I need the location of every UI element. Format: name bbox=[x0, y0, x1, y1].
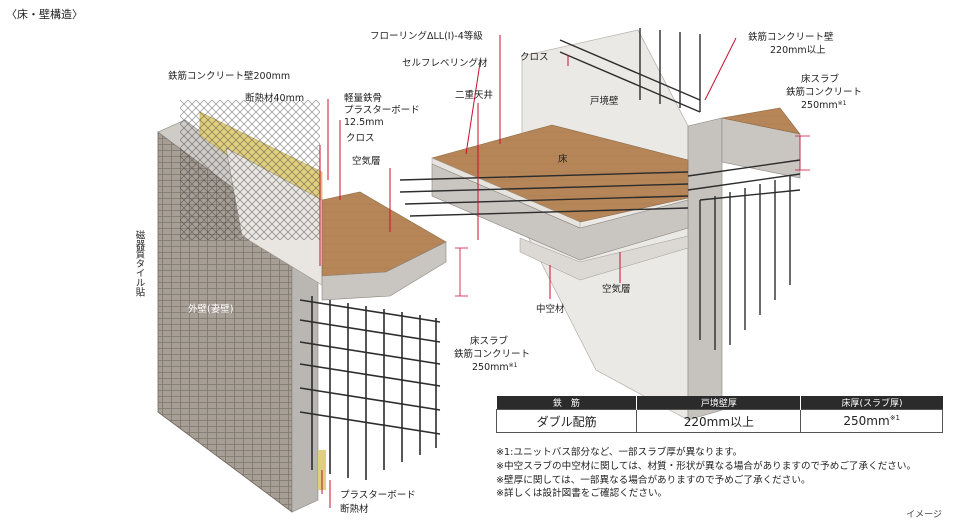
label-rc-wall-220-b: 220mm以上 bbox=[770, 45, 826, 56]
spec-cell-rebar: ダブル配筋 bbox=[495, 409, 638, 433]
spec-header-party-wall: 戸境壁厚 bbox=[636, 396, 801, 410]
label-rc-wall-220-a: 鉄筋コンクリート壁 bbox=[748, 31, 834, 43]
label-air-layer-right: 空気層 bbox=[602, 283, 631, 295]
label-air-layer-left: 空気層 bbox=[352, 155, 381, 167]
footnotes: ※1:ユニットバス部分など、一部スラブ厚が異なります。 ※中空スラブの中空材に関… bbox=[496, 446, 951, 501]
floor-right-extension bbox=[721, 107, 801, 135]
label-steel-stud-c: 12.5mm bbox=[344, 117, 384, 128]
note-mark-slab-r: ※1 bbox=[838, 100, 847, 107]
label-party-wall: 戸境壁 bbox=[590, 95, 619, 107]
label-rc-wall-200: 鉄筋コンクリート壁200mm bbox=[168, 70, 290, 82]
footnote: ※1:ユニットバス部分など、一部スラブ厚が異なります。 bbox=[496, 447, 743, 458]
spec-floor-note: ※1 bbox=[889, 414, 901, 422]
label-steel-stud-a: 軽量鉄骨 bbox=[344, 92, 382, 104]
label-slab-r-b: 鉄筋コンクリート bbox=[786, 86, 862, 98]
spec-table-header-row: 鉄 筋 戸境壁厚 床厚(スラブ厚) bbox=[496, 396, 943, 410]
label-cloth-left: クロス bbox=[346, 133, 375, 144]
image-label: イメージ bbox=[906, 510, 942, 520]
page-title: 〈床・壁構造〉 bbox=[6, 8, 83, 21]
label-hollow: 中空材 bbox=[536, 303, 565, 315]
party-wall-edge bbox=[687, 117, 723, 421]
label-plasterboard: プラスターボード bbox=[340, 490, 416, 501]
spec-table-row: ダブル配筋 220mm以上 250mm※1 bbox=[495, 409, 943, 433]
label-flooring: フローリングΔLL(I)-4等級 bbox=[370, 30, 483, 42]
leader-lines bbox=[319, 35, 810, 508]
label-slab-c-c: 250mm※1 bbox=[472, 362, 518, 373]
label-self-leveling: セルフレベリング材 bbox=[402, 57, 488, 69]
slab-rebar bbox=[399, 28, 801, 350]
label-insulation-40: 断熱材40mm bbox=[245, 92, 304, 104]
footnote: ※中空スラブの中空材に関しては、材質・形状が異なる場合がありますので予めご了承く… bbox=[496, 460, 917, 472]
footnote: ※壁厚に関しては、一部異なる場合がありますので予めご了承ください。 bbox=[496, 474, 811, 486]
label-floor: 床 bbox=[558, 153, 568, 165]
label-tile: 磁器質タイル貼 bbox=[134, 229, 146, 297]
slab-edge-left bbox=[321, 241, 447, 301]
rebar-cage-lower bbox=[299, 296, 441, 480]
exterior-wall-assembly bbox=[157, 100, 447, 513]
label-slab-c-b: 鉄筋コンクリート bbox=[454, 348, 530, 360]
rebar-cage-upper bbox=[180, 100, 320, 240]
label-slab-c-a: 床スラブ bbox=[470, 335, 509, 347]
hollow-slab-body bbox=[431, 163, 689, 261]
label-cloth-top: クロス bbox=[520, 52, 549, 63]
label-exterior-wall: 外壁(妻壁) bbox=[188, 303, 233, 315]
label-slab-r-c: 250mm※1 bbox=[801, 100, 847, 111]
note-mark-slab-c: ※1 bbox=[509, 362, 518, 369]
label-slab-r-a: 床スラブ bbox=[801, 73, 840, 85]
double-ceiling-board bbox=[519, 235, 689, 281]
slab-assembly bbox=[399, 28, 801, 421]
spec-header-rebar: 鉄 筋 bbox=[496, 396, 637, 410]
label-steel-stud-b: プラスターボード bbox=[344, 105, 420, 116]
label-double-ceiling: 二重天井 bbox=[455, 89, 493, 101]
spec-floor-value: 250mm bbox=[843, 414, 890, 428]
spec-header-floor: 床厚(スラブ厚) bbox=[800, 396, 943, 410]
spec-cell-party-wall: 220mm以上 bbox=[636, 409, 802, 433]
label-insulation: 断熱材 bbox=[340, 503, 369, 515]
spec-table: 鉄 筋 戸境壁厚 床厚(スラブ厚) ダブル配筋 220mm以上 250mm※1 bbox=[495, 396, 943, 433]
footnote: ※詳しくは設計図書をご確認ください。 bbox=[496, 488, 668, 500]
spec-cell-floor: 250mm※1 bbox=[800, 409, 943, 433]
